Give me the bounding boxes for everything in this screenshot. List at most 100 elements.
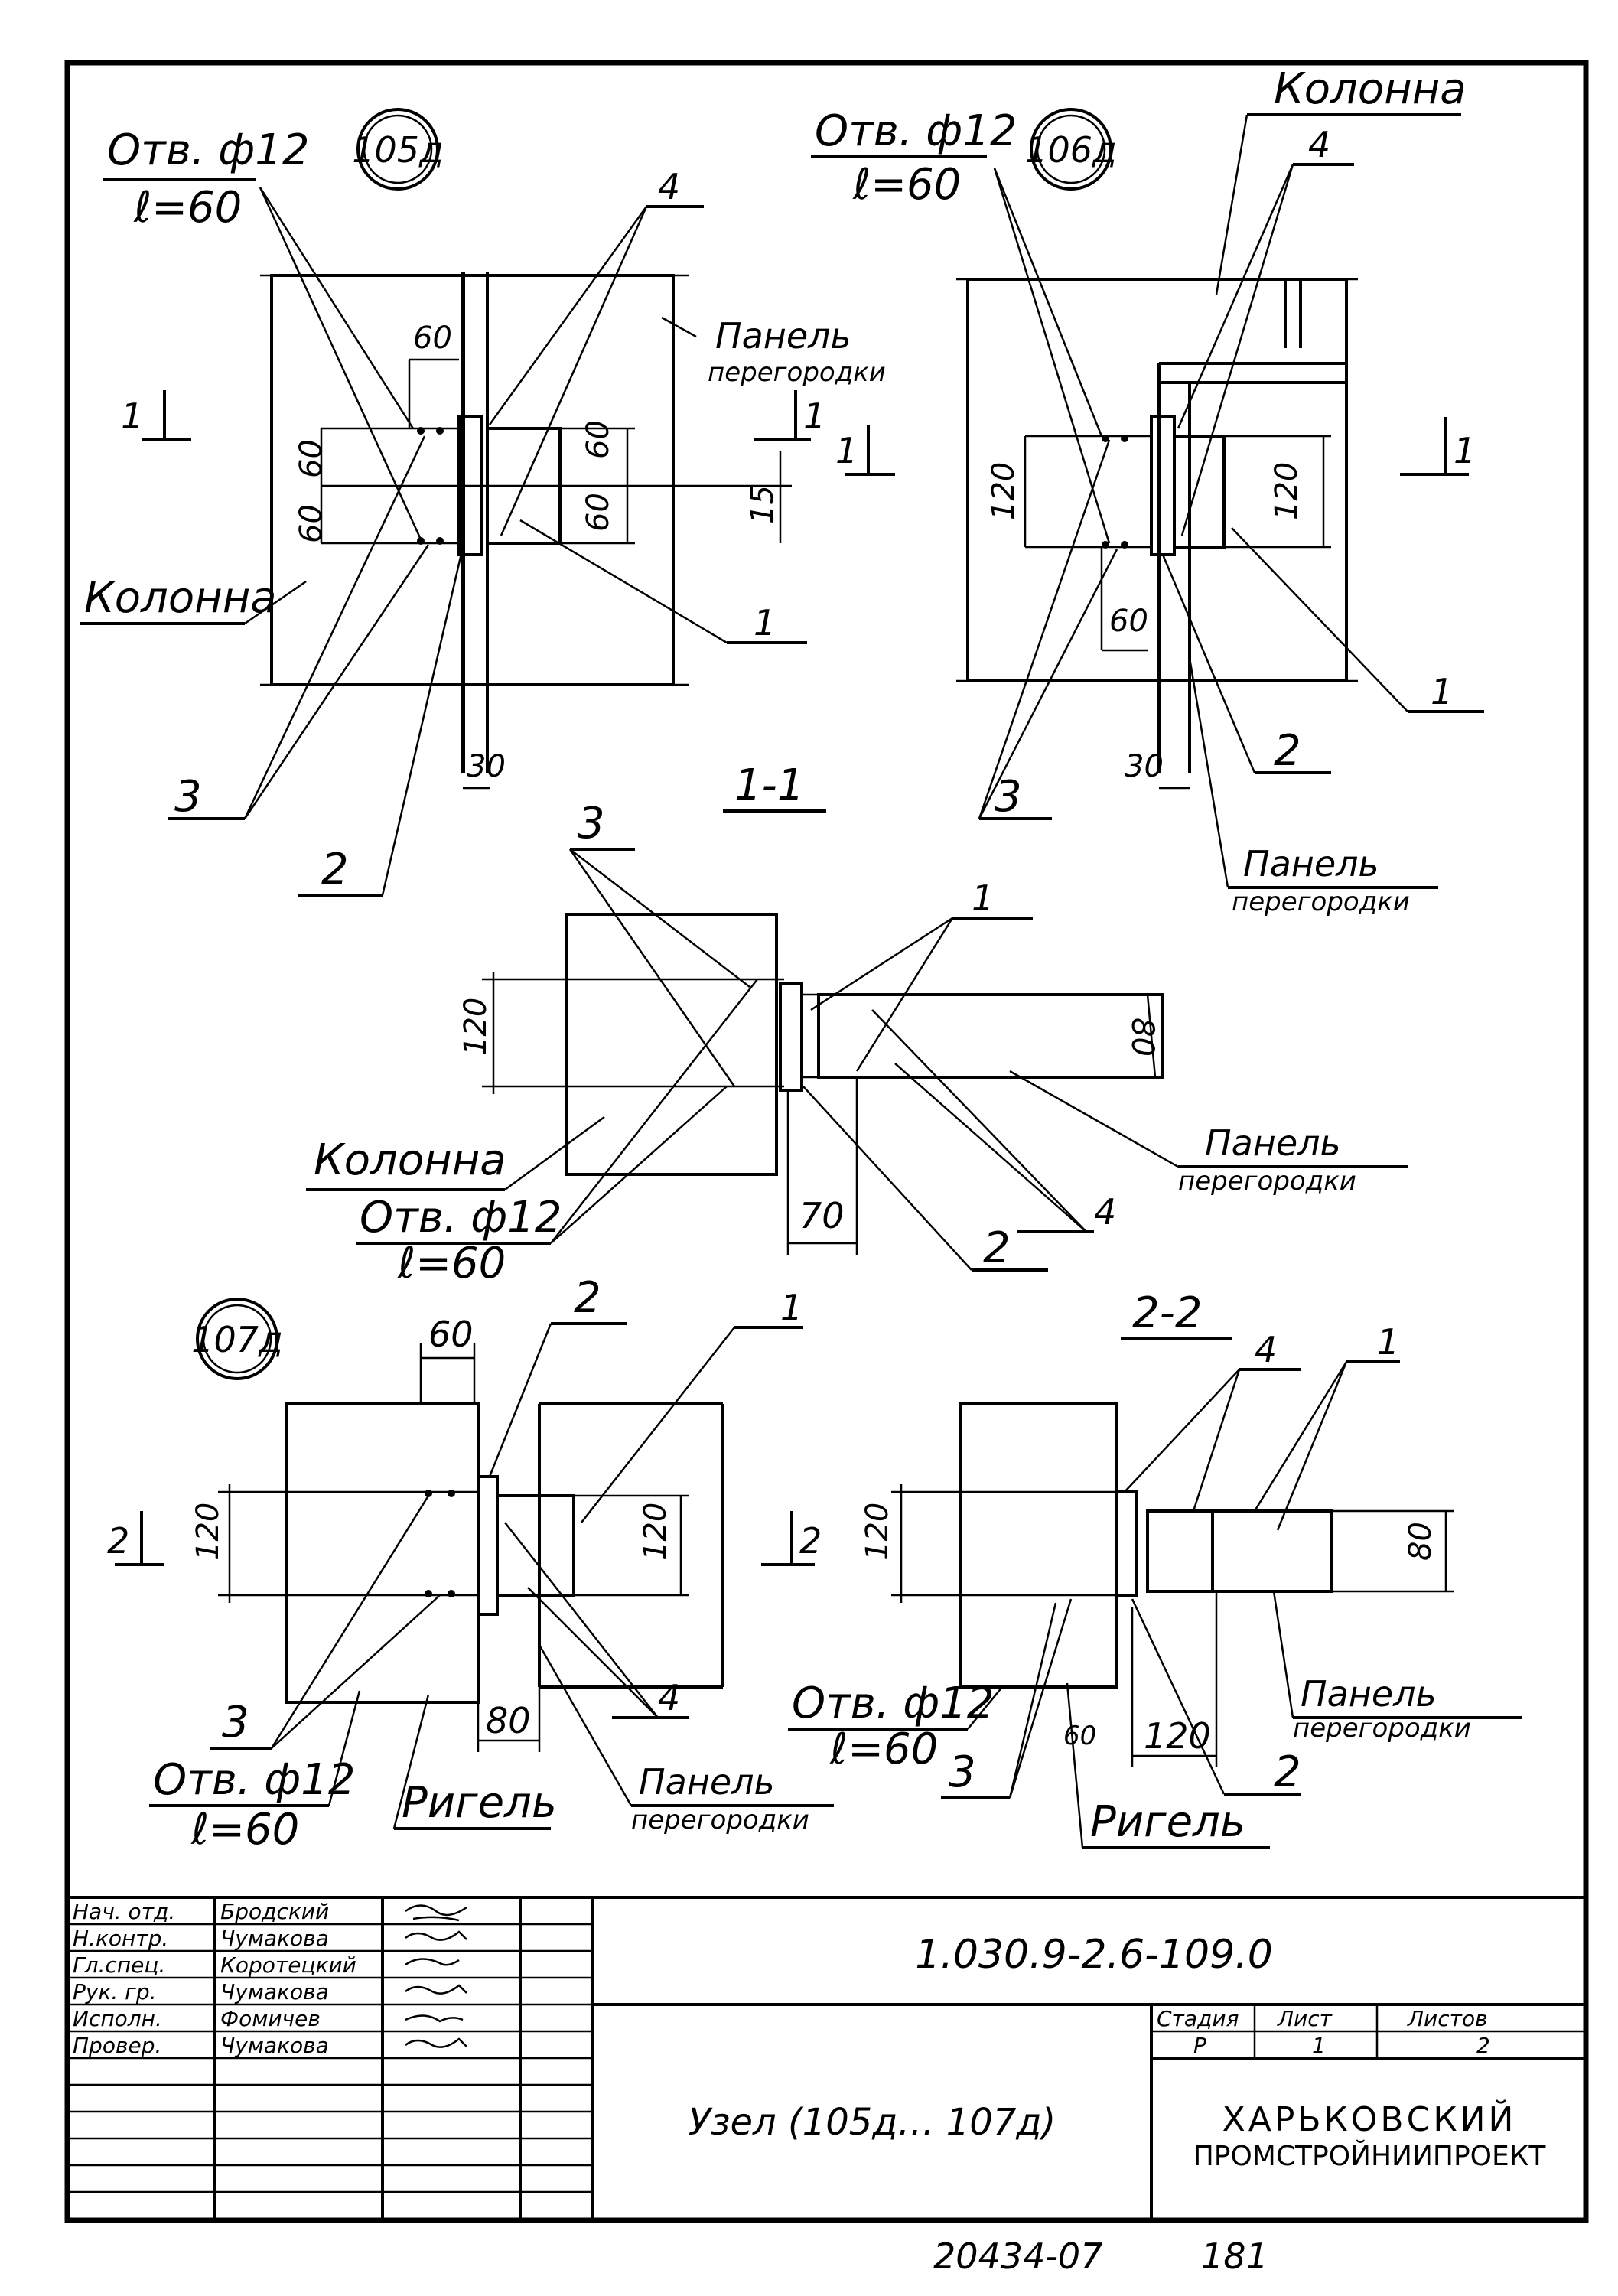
dim-60: 60: [581, 493, 616, 532]
column-label: Колонна: [1274, 64, 1467, 114]
callout-4: 4: [1094, 1191, 1116, 1233]
person-name: Коротецкий: [220, 1952, 356, 1978]
callout-2: 2: [321, 845, 349, 894]
callout-3: 3: [222, 1698, 249, 1747]
cut-mark: 1: [803, 396, 825, 437]
panel-stub: [1146, 1509, 1214, 1593]
organization-name-sub: ПРОМСТРОЙНИИПРОЕКТ: [1193, 2140, 1547, 2172]
hole-length-label: ℓ=60: [133, 183, 242, 233]
dim-60: 60: [428, 1314, 474, 1355]
cut-mark: 1: [835, 430, 858, 471]
callout-1: 1: [1377, 1321, 1399, 1363]
panel-label: Панель: [639, 1761, 775, 1803]
role-label: Провер.: [73, 2033, 161, 2058]
rigel-section: [285, 1402, 480, 1704]
drawing-frame: [64, 60, 1589, 2223]
callout-1: 1: [972, 878, 994, 919]
panel-label: Панель: [1205, 1122, 1341, 1164]
hole-length-label: ℓ=60: [829, 1724, 938, 1774]
dim-80: 80: [1403, 1522, 1438, 1561]
cut-mark: 1: [1454, 430, 1476, 471]
callout-4: 4: [1308, 124, 1330, 165]
signature: [405, 1958, 460, 1966]
stage-value: Р: [1193, 2033, 1206, 2058]
column-label: Колонна: [84, 573, 277, 623]
sheets-header: Листов: [1407, 2006, 1488, 2031]
panel-stub: [1173, 435, 1226, 549]
dim-30: 30: [467, 749, 506, 784]
section-1-1: 1-1 120 80 70 3 1 Колонна Отв. ф12 ℓ=60: [306, 760, 1408, 1288]
sheet-value: 1: [1312, 2033, 1326, 2058]
dim-70: 70: [799, 1195, 845, 1236]
signature: [405, 1984, 467, 1995]
dim-15: 15: [745, 485, 780, 524]
role-label: Н.контр.: [73, 1926, 168, 1951]
callout-1: 1: [1431, 671, 1453, 712]
signature: [405, 2014, 464, 2023]
organization-name: ХАРЬКОВСКИЙ: [1222, 2099, 1517, 2139]
node-badge-label: 105д: [352, 129, 444, 171]
person-name: Чумакова: [220, 1926, 329, 1951]
hole-length-label: ℓ=60: [852, 160, 961, 210]
panel-label-sub: перегородки: [1178, 1166, 1356, 1197]
callout-2: 2: [574, 1273, 601, 1323]
embedded-plate: [1115, 1490, 1138, 1597]
section-title: 2-2: [1132, 1288, 1202, 1338]
section-title: 1-1: [734, 760, 804, 810]
dim-30: 30: [1125, 749, 1164, 784]
cut-mark: 2: [107, 1520, 129, 1562]
role-label: Исполн.: [73, 2006, 162, 2031]
dim-120: 120: [458, 998, 493, 1056]
role-label: Нач. отд.: [73, 1899, 175, 1924]
stage-header: Стадия: [1157, 2006, 1239, 2031]
panel-label: Панель: [1301, 1673, 1437, 1715]
callout-2: 2: [1274, 1747, 1301, 1797]
node-107d: 107д 60 120 120 80 2 2 2: [107, 1273, 834, 1855]
callout-3: 3: [174, 772, 202, 822]
column-section: [565, 913, 778, 1176]
hole-label: Отв. ф12: [792, 1679, 994, 1728]
signature: [405, 2037, 467, 2048]
node-badge-circle: [196, 1298, 278, 1380]
callout-4: 4: [1255, 1329, 1277, 1370]
dim-60: 60: [581, 420, 616, 459]
node-badge-circle: [356, 108, 439, 191]
signature: [405, 1904, 467, 1922]
rigel-label: Ригель: [402, 1778, 557, 1828]
inventory-number: 20434-07: [933, 2236, 1102, 2277]
node-badge-circle-inner: [202, 1304, 272, 1374]
dim-120: 120: [1144, 1715, 1211, 1757]
panel-label-sub: перегородки: [631, 1805, 809, 1835]
dim-120: 120: [1269, 462, 1304, 520]
dim-60: 60: [1109, 604, 1148, 639]
callout-2: 2: [983, 1223, 1011, 1273]
panel-stub: [496, 1494, 575, 1597]
callout-2: 2: [1274, 726, 1301, 776]
callout-4: 4: [658, 1677, 680, 1718]
signature: [405, 1930, 467, 1941]
dim-120: 120: [190, 1503, 226, 1561]
title-block: Нач. отд. Н.контр. Гл.спец. Рук. гр. Исп…: [67, 1896, 1586, 2220]
drawing-code: 1.030.9-2.6-109.0: [915, 1932, 1273, 1978]
node-badge-label: 107д: [191, 1319, 283, 1360]
dim-60: 60: [294, 439, 329, 478]
hole-label: Отв. ф12: [107, 125, 309, 175]
dim-120: 120: [638, 1503, 673, 1561]
panel-label: Панель: [1243, 843, 1379, 884]
rigel-label: Ригель: [1090, 1797, 1245, 1847]
hole-length-label: ℓ=60: [190, 1805, 299, 1855]
embedded-plate: [779, 982, 803, 1092]
callout-3: 3: [949, 1747, 976, 1797]
dim-60: 60: [294, 504, 329, 543]
panel-section: [1211, 1509, 1333, 1593]
drawing-title: Узел (105д… 107д): [689, 2101, 1056, 2144]
node-105d: 105д Отв. ф12 ℓ=60 60 60 60 60 60 15 30 …: [80, 108, 886, 897]
callout-1: 1: [780, 1287, 802, 1328]
rigel-section: [959, 1402, 1118, 1689]
panel-label-sub: перегородки: [1232, 887, 1410, 917]
column-outline: [270, 274, 675, 686]
dim-80: 80: [486, 1700, 531, 1741]
callout-4: 4: [658, 166, 680, 207]
person-name: Чумакова: [220, 2033, 329, 2058]
